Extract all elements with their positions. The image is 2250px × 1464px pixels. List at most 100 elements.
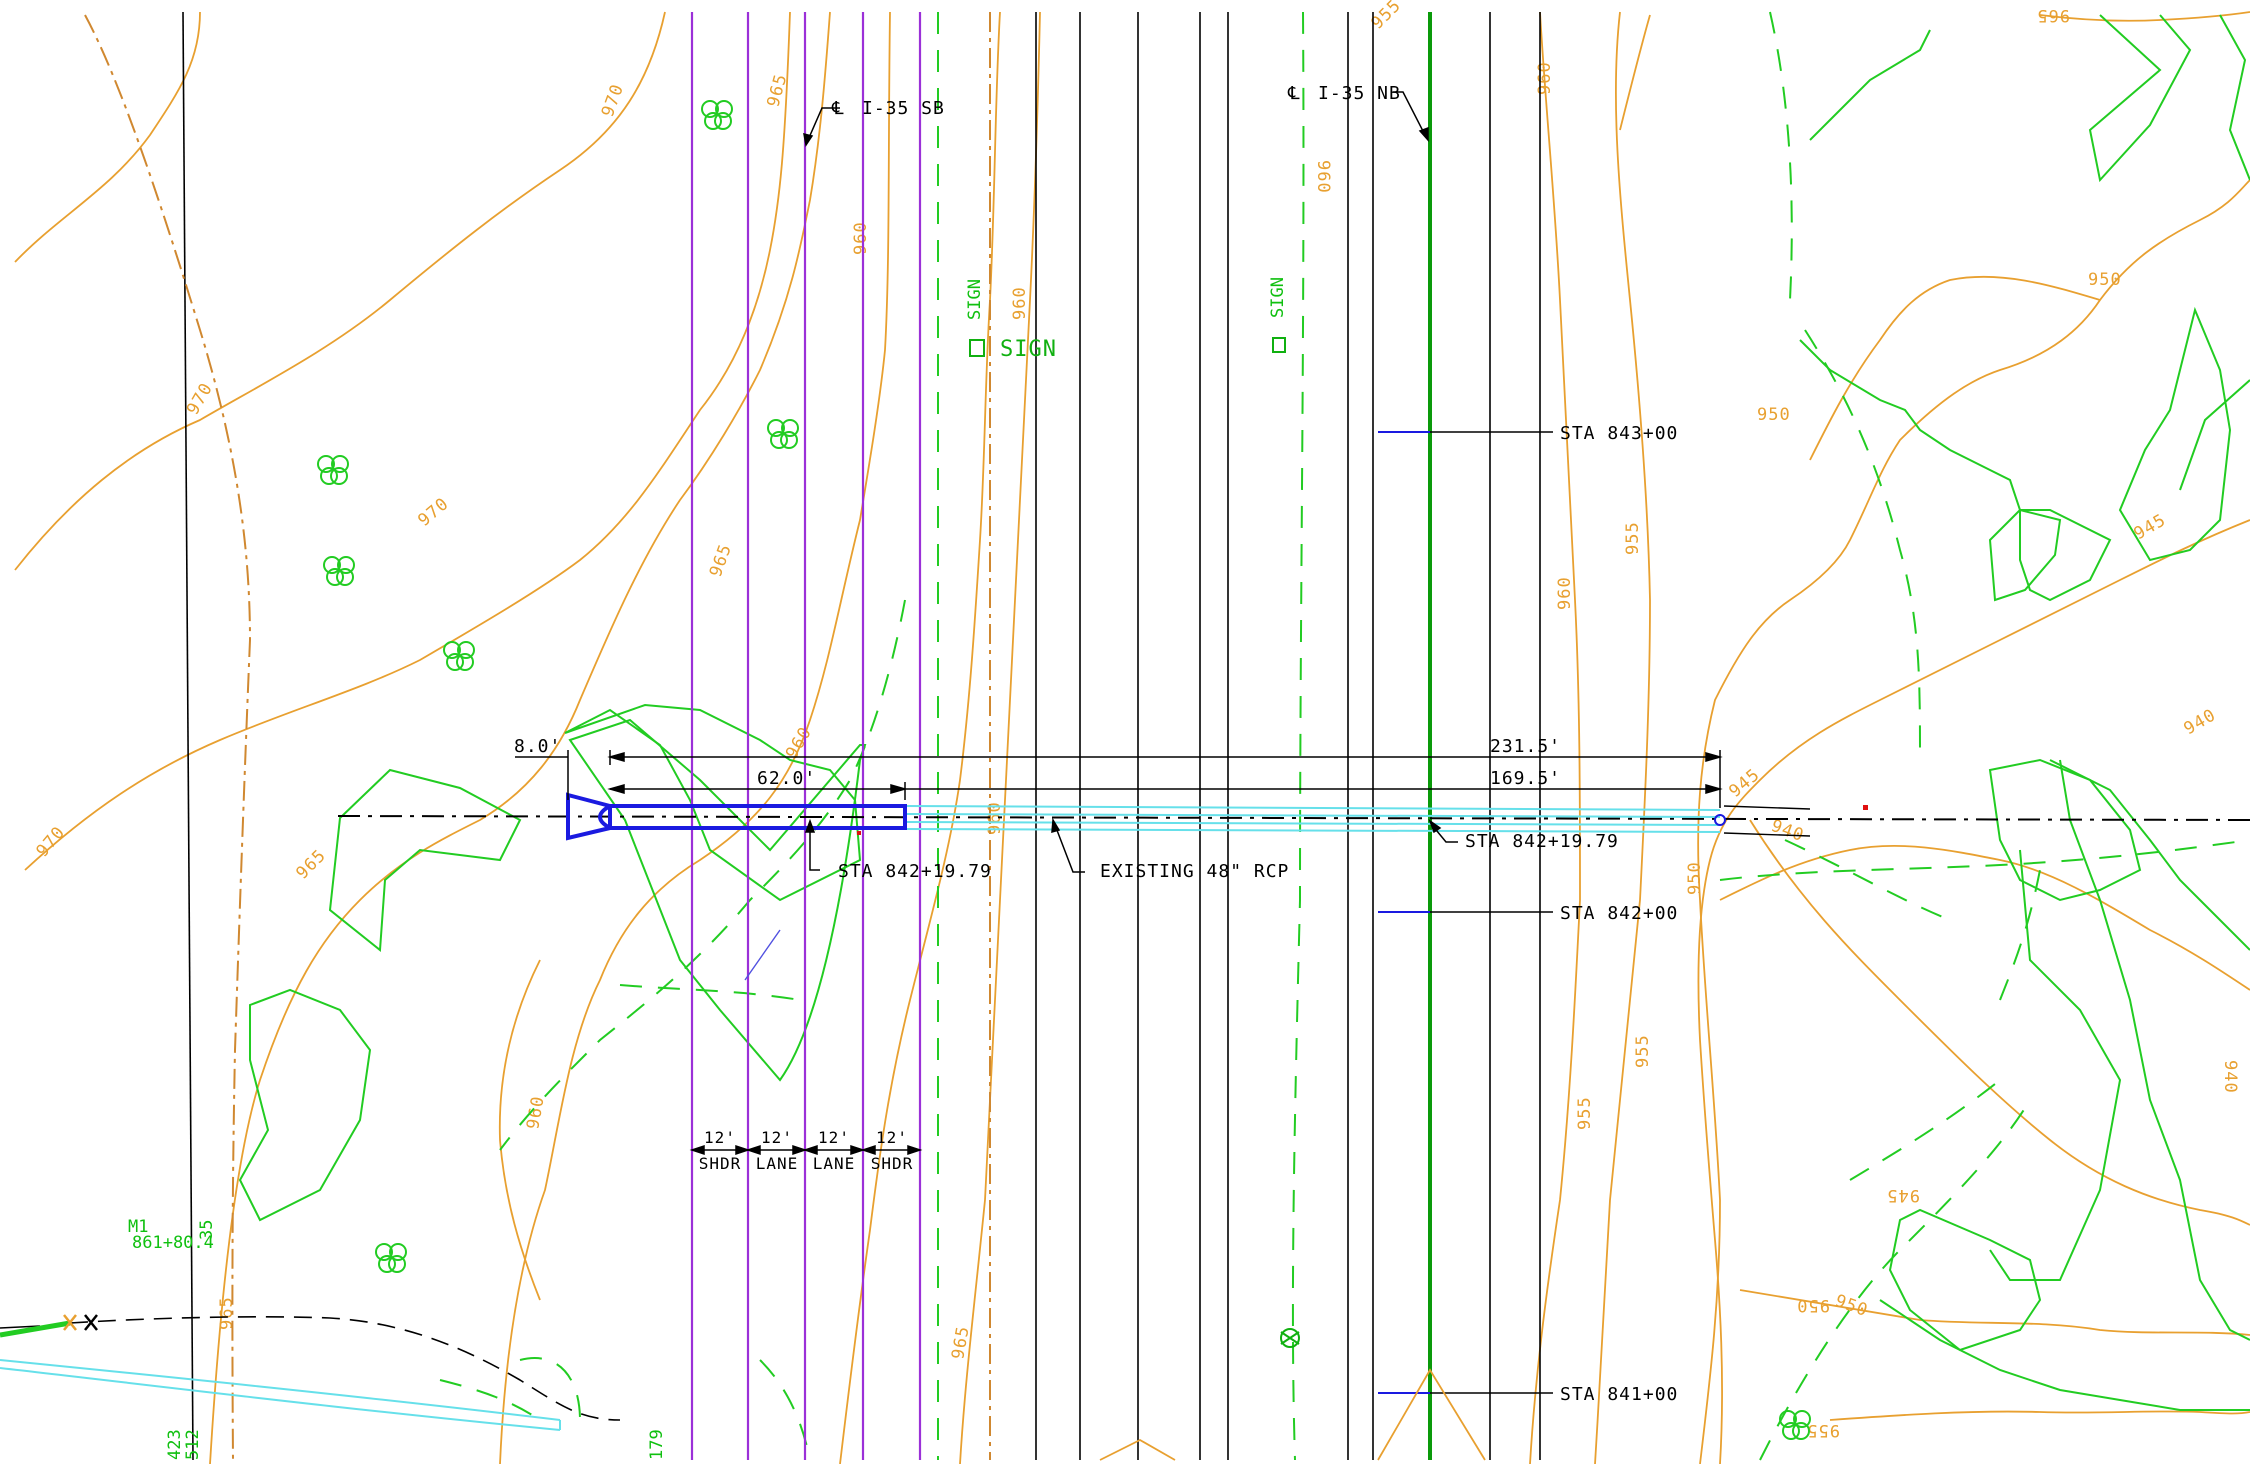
contour-label: 965 xyxy=(948,1324,974,1361)
marker-label-f: 179 xyxy=(647,1429,667,1460)
survey-point xyxy=(857,831,861,835)
contour-label: 940 xyxy=(2220,1060,2240,1094)
marker-label-d: 423 xyxy=(165,1429,185,1460)
lane-width: 12' xyxy=(876,1128,908,1147)
existing-rcp xyxy=(904,805,1721,833)
contour-label: 950 xyxy=(1796,1295,1830,1315)
contour-label: 950 xyxy=(1832,1291,1871,1321)
contour-label: 970 xyxy=(33,823,70,862)
contour-label: 970 xyxy=(414,494,453,531)
x-icon xyxy=(63,1314,77,1331)
station-leaders xyxy=(1430,431,1553,1394)
contour-label: 960 xyxy=(523,1094,549,1131)
contour-label: 955 xyxy=(1623,521,1643,555)
culvert-extension xyxy=(566,792,907,841)
sign-vertical-label: SIGN xyxy=(1268,277,1288,318)
sign-icon xyxy=(1272,337,1286,353)
contour-label: 970 xyxy=(598,81,628,120)
contour-label: 950 xyxy=(1685,861,1705,895)
marker-label-a: M1 xyxy=(128,1217,148,1237)
lane-dimensions xyxy=(689,1144,923,1156)
contour-label: 965 xyxy=(292,846,330,884)
tree-icon xyxy=(701,100,733,130)
lane-type: SHDR xyxy=(699,1154,742,1173)
callout-leaders xyxy=(803,91,1458,873)
dimension-labels: 8.0' 62.0' 231.5' 169.5' xyxy=(514,736,1561,789)
marker-label-e: 512 xyxy=(183,1429,203,1460)
contour-label: 965 xyxy=(764,72,792,110)
station-843: STA 843+00 xyxy=(1560,423,1678,444)
drainage-dashed-lines xyxy=(439,11,2250,1461)
lane-width: 12' xyxy=(704,1128,736,1147)
contour-lines xyxy=(14,11,2250,1464)
outlet-end xyxy=(1714,805,1811,837)
x-icon xyxy=(84,1314,98,1331)
sign-symbols: SIGN SIGN SIGN xyxy=(965,277,1288,362)
station-culvert-outlet: STA 842+19.79 xyxy=(1465,831,1619,852)
existing-rcp-label: EXISTING 48" RCP xyxy=(1100,861,1289,882)
contour-label: 945 xyxy=(1725,765,1764,802)
lane-type: LANE xyxy=(756,1154,799,1173)
contour-label: 965 xyxy=(217,1296,237,1330)
contour-label: 950 xyxy=(2088,270,2122,290)
lane-width: 12' xyxy=(818,1128,850,1147)
cl-symbol-nb: ℄ xyxy=(1287,83,1301,104)
dim-62: 62.0' xyxy=(757,768,816,789)
tree-icon xyxy=(375,1243,407,1273)
lower-left-linework xyxy=(0,1316,621,1431)
tree-icon xyxy=(443,641,475,671)
station-culvert-inlet: STA 842+19.79 xyxy=(838,861,992,882)
contour-label: 960 xyxy=(1010,286,1030,320)
channel-lines xyxy=(1099,1368,1486,1461)
lane-lines xyxy=(690,12,922,1460)
station-labels: STA 843+00 STA 842+00 STA 841+00 STA 842… xyxy=(838,423,1678,1405)
contour-label: 960 xyxy=(1555,576,1575,610)
contour-label: 965 xyxy=(706,541,736,580)
tree-icon xyxy=(323,556,355,586)
contour-label: 955 xyxy=(1806,1420,1840,1440)
contour-label: 955 xyxy=(1633,1034,1653,1068)
tree-icon xyxy=(767,419,799,449)
utility-line xyxy=(744,929,781,981)
marker-label-b: 35 xyxy=(197,1220,217,1240)
cl-symbol-sb: ℄ xyxy=(831,98,845,119)
sign-icon xyxy=(969,339,985,357)
contour-label: 960 xyxy=(1535,61,1555,95)
survey-control-icon xyxy=(1280,1328,1300,1348)
dimension-lines xyxy=(515,750,1723,808)
marker-label-c: 861+80.4 xyxy=(132,1233,214,1253)
cl-label-nb: I-35 NB xyxy=(1318,83,1401,104)
pavement-edge-lines xyxy=(182,11,1541,1461)
dim-169: 169.5' xyxy=(1490,768,1561,789)
culvert-centerline xyxy=(337,815,2250,821)
lane-type: LANE xyxy=(813,1154,856,1173)
x-markers xyxy=(63,1314,98,1331)
contour-labels: 970 970 970 970 965 965 965 965 960 960 … xyxy=(33,0,2240,1440)
contour-label: 940 xyxy=(2181,705,2220,739)
misc-green-labels: M1 35 861+80.4 423 512 179 xyxy=(128,1217,667,1460)
cl-label-sb: I-35 SB xyxy=(862,98,945,119)
sign-vertical-label: SIGN xyxy=(965,279,985,320)
lane-type: SHDR xyxy=(871,1154,914,1173)
contour-label: 960 xyxy=(851,221,871,255)
station-841: STA 841+00 xyxy=(1560,1384,1678,1405)
dim-8: 8.0' xyxy=(514,736,561,757)
centerline-labels: ℄ I-35 SB ℄ I-35 NB xyxy=(831,83,1401,119)
contour-label: 950 xyxy=(1757,405,1791,425)
contour-label: 955 xyxy=(1575,1096,1595,1130)
contour-label: 965 xyxy=(2036,5,2070,25)
survey-point xyxy=(1863,805,1868,810)
dim-231: 231.5' xyxy=(1490,736,1561,757)
vegetation-outlines xyxy=(238,14,2250,1411)
lane-width: 12' xyxy=(761,1128,793,1147)
sign-label: SIGN xyxy=(1000,337,1057,362)
station-842: STA 842+00 xyxy=(1560,903,1678,924)
tree-symbols xyxy=(317,100,1811,1440)
lane-dimension-labels: 12' SHDR 12' LANE 12' LANE 12' SHDR xyxy=(699,1128,914,1173)
tree-icon xyxy=(317,455,349,485)
row-lines xyxy=(84,12,991,1461)
tree-icon xyxy=(1779,1410,1811,1440)
station-ticks xyxy=(1378,431,1430,1394)
contour-label: 960 xyxy=(1313,160,1333,194)
